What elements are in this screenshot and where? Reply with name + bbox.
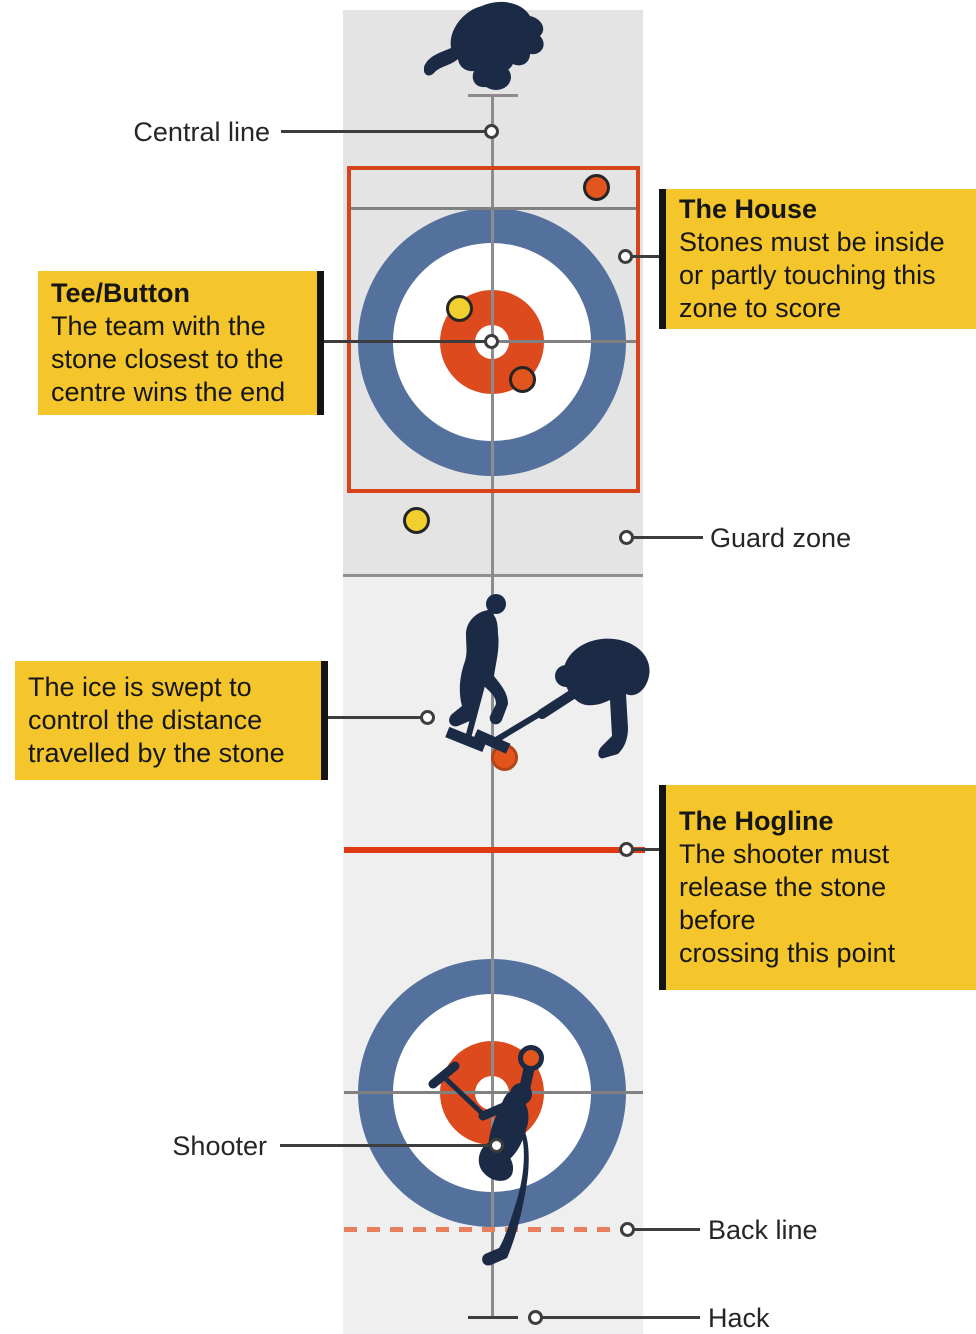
stone-orange-top	[583, 174, 610, 201]
tee-button-callout-title: Tee/Button	[51, 278, 190, 308]
hogline-callout-line: release the stone before	[679, 872, 887, 935]
shooter-dot	[489, 1138, 504, 1153]
bottom-tee-line	[344, 1091, 643, 1094]
house-callout-line: Stones must be inside	[679, 227, 945, 257]
sweep-callout-bar	[321, 661, 328, 780]
hogline-callout: The Hogline The shooter must release the…	[659, 785, 976, 990]
sweep-callout: The ice is swept to control the distance…	[15, 661, 328, 780]
tee-button-connector	[322, 340, 486, 343]
back-line-dot	[620, 1222, 635, 1237]
sweep-callout-line: The ice is swept to	[28, 672, 252, 702]
top-house-back-line	[351, 207, 638, 210]
curler-delivering-icon	[424, 1, 544, 90]
tee-button-callout-line: centre wins the end	[51, 377, 286, 407]
sweep-dot	[420, 710, 435, 725]
stone-yellow-guard	[403, 507, 430, 534]
top-hack-marker	[468, 94, 518, 97]
shooter-label: Shooter	[172, 1131, 267, 1161]
hack-label: Hack	[708, 1303, 770, 1333]
house-callout-line: zone to score	[679, 293, 842, 323]
hogline-callout-bar	[659, 785, 666, 990]
house-callout: The House Stones must be inside or partl…	[659, 189, 976, 329]
stone-orange-house	[509, 366, 536, 393]
central-line-connector	[281, 130, 486, 133]
tee-button-callout-line: The team with the	[51, 311, 266, 341]
guard-zone-dot	[619, 530, 634, 545]
house-callout-line: or partly touching this	[679, 260, 936, 290]
house-callout-bar	[659, 189, 666, 329]
hack-connector	[542, 1316, 700, 1319]
central-line-dot	[484, 124, 499, 139]
guard-zone-connector	[633, 536, 703, 539]
house-dot	[618, 249, 633, 264]
central-line	[491, 96, 494, 1318]
back-line-dashed	[344, 1227, 628, 1232]
sweep-callout-line: travelled by the stone	[28, 738, 285, 768]
shooter-icon	[428, 1058, 536, 1266]
hogline-connector	[633, 848, 661, 851]
hogline-callout-title: The Hogline	[679, 806, 834, 836]
stone-yellow-house	[446, 295, 473, 322]
hogline-dot	[619, 842, 634, 857]
back-line-label: Back line	[708, 1215, 818, 1245]
house-zone-outline	[347, 166, 640, 493]
central-line-label: Central line	[133, 117, 270, 147]
hack-dot	[528, 1310, 543, 1325]
stone-orange-held	[518, 1045, 544, 1071]
hogline	[344, 847, 645, 853]
back-line-connector	[634, 1228, 700, 1231]
tee-button-callout-bar	[317, 271, 324, 415]
tee-button-callout: Tee/Button The team with the stone close…	[38, 271, 324, 415]
sweepers-icon	[445, 594, 650, 759]
bottom-hack-marker	[468, 1316, 518, 1319]
shooter-connector	[280, 1144, 491, 1147]
sweep-connector	[320, 716, 422, 719]
tee-button-dot	[484, 334, 499, 349]
guard-zone-label: Guard zone	[710, 523, 852, 553]
house-callout-title: The House	[679, 194, 818, 224]
hogline-callout-line: The shooter must	[679, 839, 890, 869]
tee-button-callout-line: stone closest to the	[51, 344, 284, 374]
hogline-callout-line: crossing this point	[679, 938, 896, 968]
sweep-callout-line: control the distance	[28, 705, 263, 735]
house-connector	[632, 255, 660, 258]
